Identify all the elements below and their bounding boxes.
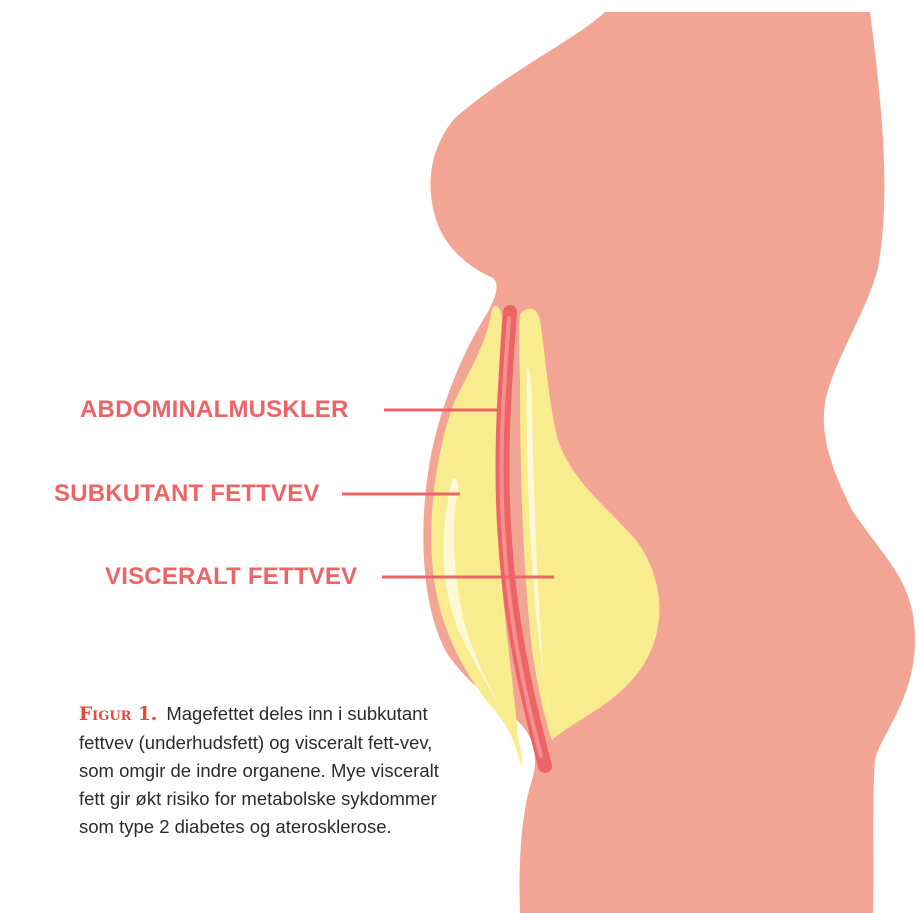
figure-caption: Figur 1. Magefettet deles inn i subkutan… <box>79 700 459 841</box>
figure-caption-label: Figur 1. <box>79 704 157 725</box>
label-visceralt-fettvev: VISCERALT FETTVEV <box>105 565 357 589</box>
label-subkutant-fettvev: SUBKUTANT FETTVEV <box>54 482 320 506</box>
label-abdominalmuskler: ABDOMINALMUSKLER <box>80 398 349 422</box>
